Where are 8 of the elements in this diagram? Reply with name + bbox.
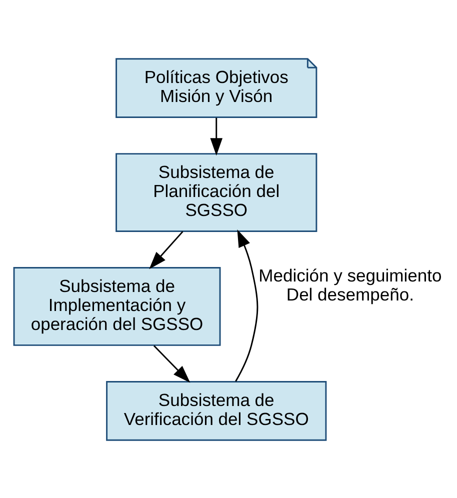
node-box: Subsistema de Verificación del SGSSO xyxy=(106,380,327,440)
arrow xyxy=(149,230,184,269)
node-box: Subsistema de Implementación y operación del SGSSO xyxy=(13,266,221,346)
arrow xyxy=(235,228,258,382)
node-box: Subsistema de Planificación del SGSSO xyxy=(116,152,318,232)
edge-label: Medición y seguimiento Del desempeño. xyxy=(258,265,442,304)
arrow xyxy=(210,117,222,156)
arrow xyxy=(154,344,190,382)
